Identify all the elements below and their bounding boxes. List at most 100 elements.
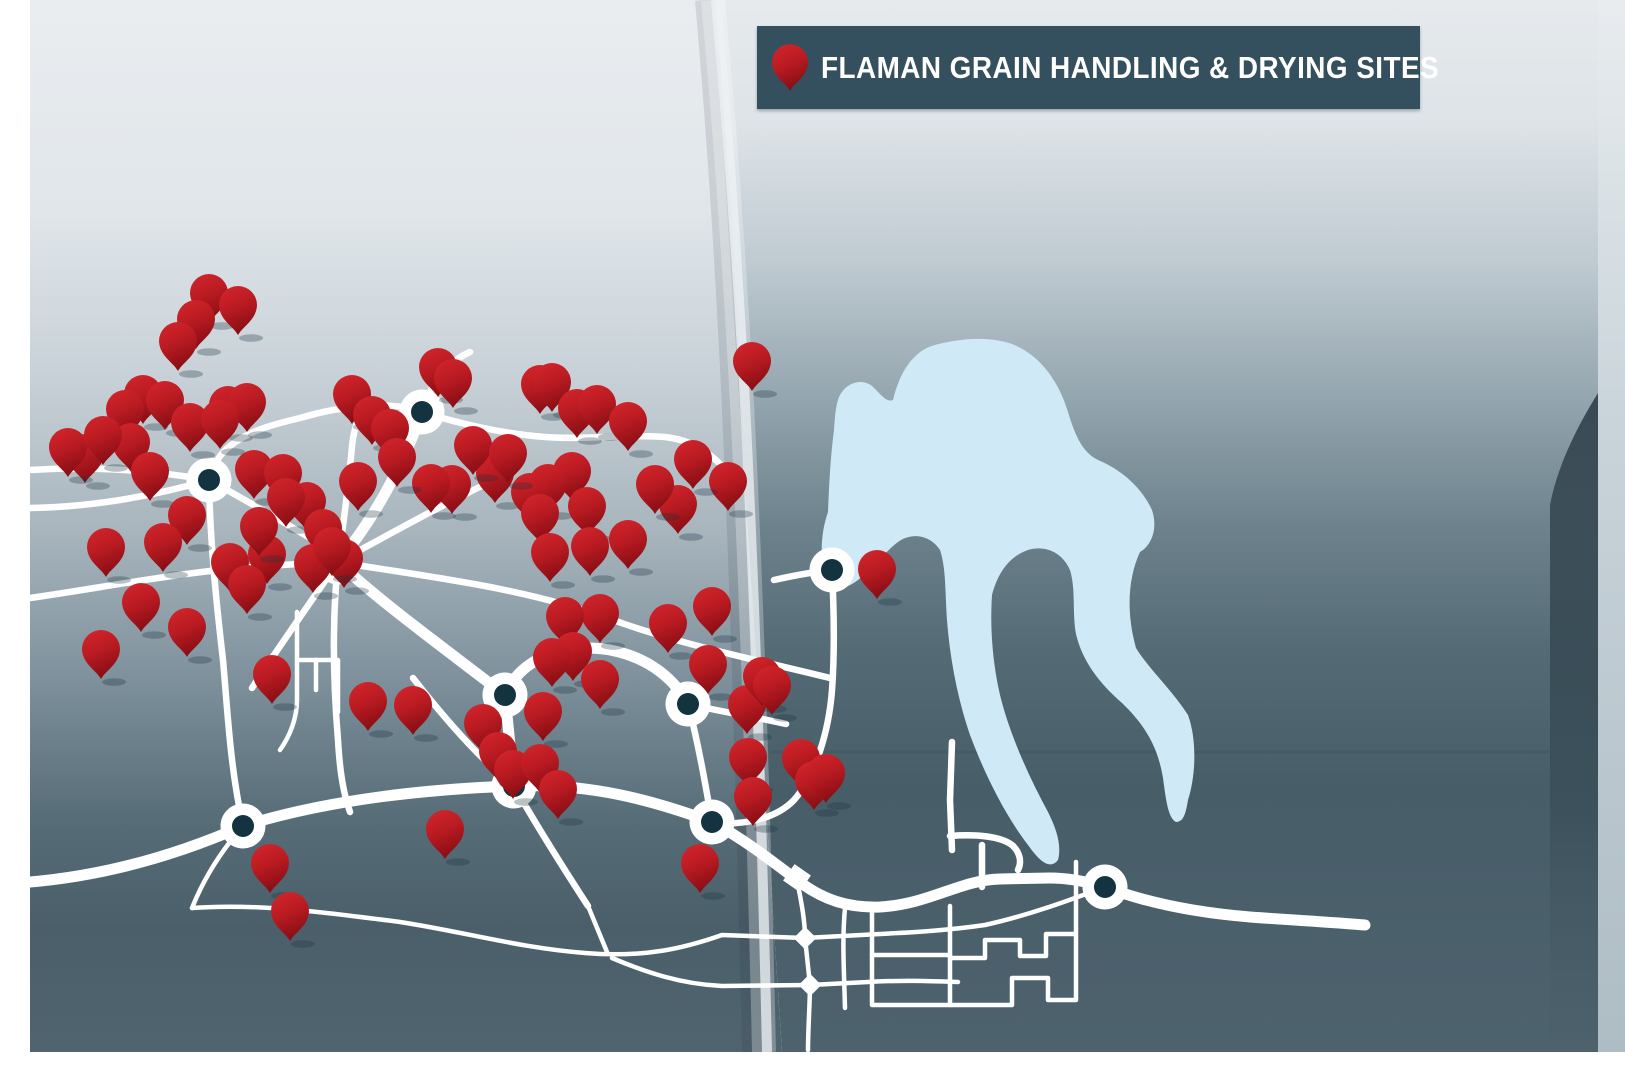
site-pin[interactable] [412, 464, 456, 520]
site-pin[interactable] [426, 810, 470, 866]
site-pin[interactable] [609, 402, 653, 458]
site-pin[interactable] [209, 386, 253, 442]
pin-shadow [248, 613, 272, 621]
site-pin[interactable] [171, 403, 215, 459]
site-pin[interactable] [807, 754, 851, 810]
pin-shadow [753, 390, 777, 398]
site-pin[interactable] [858, 550, 902, 606]
site-pin[interactable] [253, 655, 297, 711]
road [708, 566, 838, 827]
lake [821, 338, 1195, 865]
pin-shadow [713, 635, 737, 643]
site-pin[interactable] [476, 454, 520, 510]
site-pin[interactable] [571, 527, 615, 583]
site-pin[interactable] [693, 587, 737, 643]
site-pin[interactable] [228, 383, 272, 439]
city-node[interactable] [809, 547, 855, 593]
site-pin[interactable] [674, 440, 718, 496]
site-pin[interactable] [533, 638, 577, 694]
site-pin[interactable] [190, 274, 234, 330]
site-pin[interactable] [201, 400, 245, 456]
site-pin[interactable] [581, 594, 625, 650]
site-pin[interactable] [558, 389, 602, 445]
site-pin[interactable] [649, 604, 693, 660]
pin-shadow [827, 802, 851, 810]
pin-shadow [453, 513, 477, 521]
site-pin[interactable] [581, 660, 625, 716]
pin-shadow [197, 348, 221, 356]
site-pin[interactable] [325, 539, 369, 595]
pin-shadow [601, 708, 625, 716]
city-node[interactable] [689, 799, 735, 845]
site-pin[interactable] [659, 485, 703, 541]
road [947, 895, 1079, 961]
pin-shadow [432, 512, 456, 520]
site-pin[interactable] [66, 434, 110, 490]
pin-shadow [239, 334, 263, 342]
site-pin[interactable] [539, 770, 583, 826]
site-pin[interactable] [433, 465, 477, 521]
road [499, 642, 694, 710]
site-pin[interactable] [795, 761, 839, 817]
city-node[interactable] [1082, 864, 1128, 910]
pin-shadow [142, 631, 166, 639]
fold-seam [711, 0, 772, 1053]
site-pin[interactable] [378, 438, 422, 494]
site-pin[interactable] [84, 416, 128, 472]
site-pin[interactable] [271, 892, 315, 948]
site-pin[interactable] [728, 685, 772, 741]
road [205, 476, 247, 830]
site-pin[interactable] [228, 565, 272, 621]
site-pin[interactable] [294, 544, 338, 600]
site-pin[interactable] [159, 322, 203, 378]
pin-shadow [188, 656, 212, 664]
site-pin[interactable] [87, 528, 131, 584]
site-pin[interactable] [454, 426, 498, 482]
pin-shadow [578, 437, 602, 445]
pin-shadow [679, 533, 703, 541]
site-pin[interactable] [531, 533, 575, 589]
site-pin[interactable] [168, 608, 212, 664]
pin-shadow [541, 413, 565, 421]
site-pin[interactable] [313, 527, 357, 583]
site-pin[interactable] [434, 359, 478, 415]
pin-shadow [179, 370, 203, 378]
site-pin[interactable] [240, 507, 284, 563]
pin-shadow [551, 581, 575, 589]
site-pin[interactable] [339, 462, 383, 518]
site-pin[interactable] [131, 452, 175, 508]
pin-shadow [229, 434, 253, 442]
pin-shadow [164, 571, 188, 579]
road [1099, 881, 1371, 931]
site-pin[interactable] [144, 523, 188, 579]
road [585, 903, 610, 955]
site-pin[interactable] [177, 300, 221, 356]
site-pin[interactable] [394, 686, 438, 742]
site-pin[interactable] [248, 535, 292, 591]
site-pin[interactable] [734, 777, 778, 833]
site-pin[interactable] [609, 520, 653, 576]
site-pin[interactable] [349, 682, 393, 738]
site-pin[interactable] [494, 750, 538, 806]
site-pin[interactable] [753, 666, 797, 722]
legend-pin-icon [771, 43, 809, 91]
site-pin[interactable] [524, 692, 568, 748]
site-pin[interactable] [122, 583, 166, 639]
pin-shadow [559, 818, 583, 826]
pin-shadow [191, 451, 215, 459]
site-pin[interactable] [733, 342, 777, 398]
city-node[interactable] [220, 803, 266, 849]
site-pin[interactable] [168, 496, 212, 552]
site-pin[interactable] [636, 465, 680, 521]
site-pin[interactable] [489, 434, 533, 490]
site-pin[interactable] [709, 462, 753, 518]
city-node[interactable] [186, 457, 232, 503]
pin-shadow [454, 407, 478, 415]
site-pin[interactable] [681, 844, 725, 900]
site-pin[interactable] [82, 630, 126, 686]
site-pin[interactable] [219, 286, 263, 342]
site-pin[interactable] [689, 645, 733, 701]
fold-shadow [695, 0, 762, 1053]
site-pin[interactable] [49, 428, 93, 484]
site-pin[interactable] [521, 365, 565, 421]
